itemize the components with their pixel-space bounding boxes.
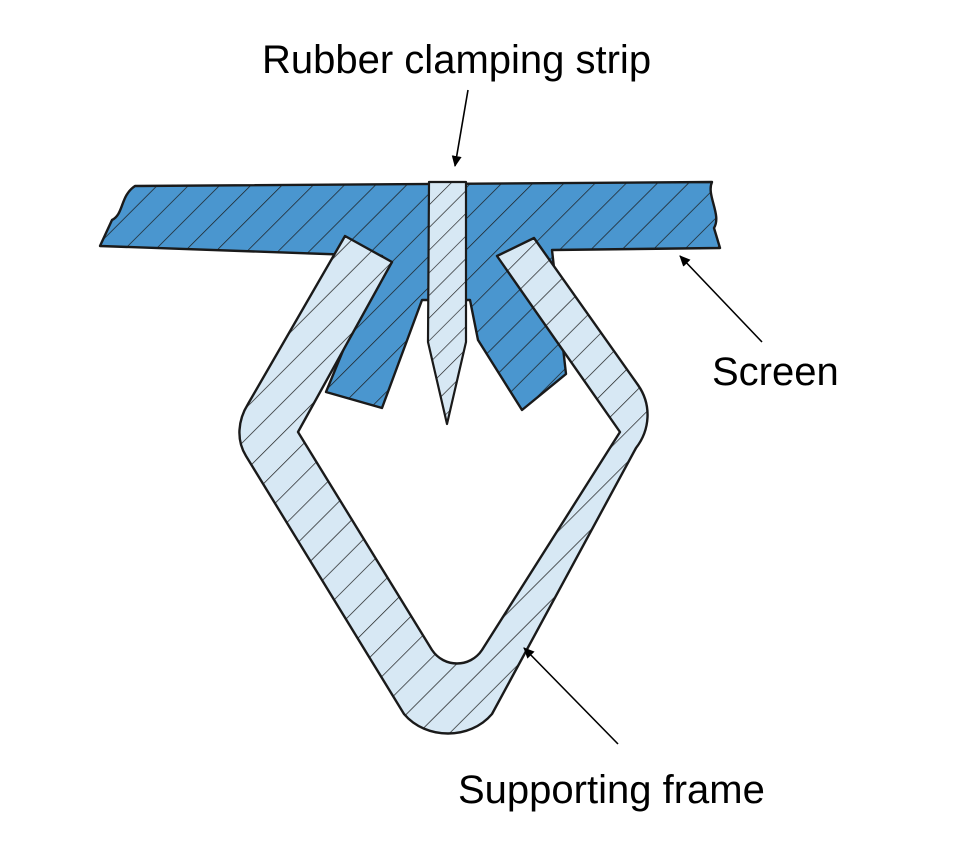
supporting-frame xyxy=(238,234,649,735)
rubber-strip-arrow xyxy=(451,89,469,167)
screen-label: Screen xyxy=(712,350,839,394)
rubber-clamping-strip-label: Rubber clamping strip xyxy=(262,38,652,82)
rubber-clamping-strip xyxy=(426,180,468,426)
screen-panel xyxy=(98,180,722,412)
supporting-frame-label: Supporting frame xyxy=(458,768,765,812)
supporting-frame-arrow xyxy=(523,647,619,745)
screen-arrow xyxy=(679,255,763,343)
